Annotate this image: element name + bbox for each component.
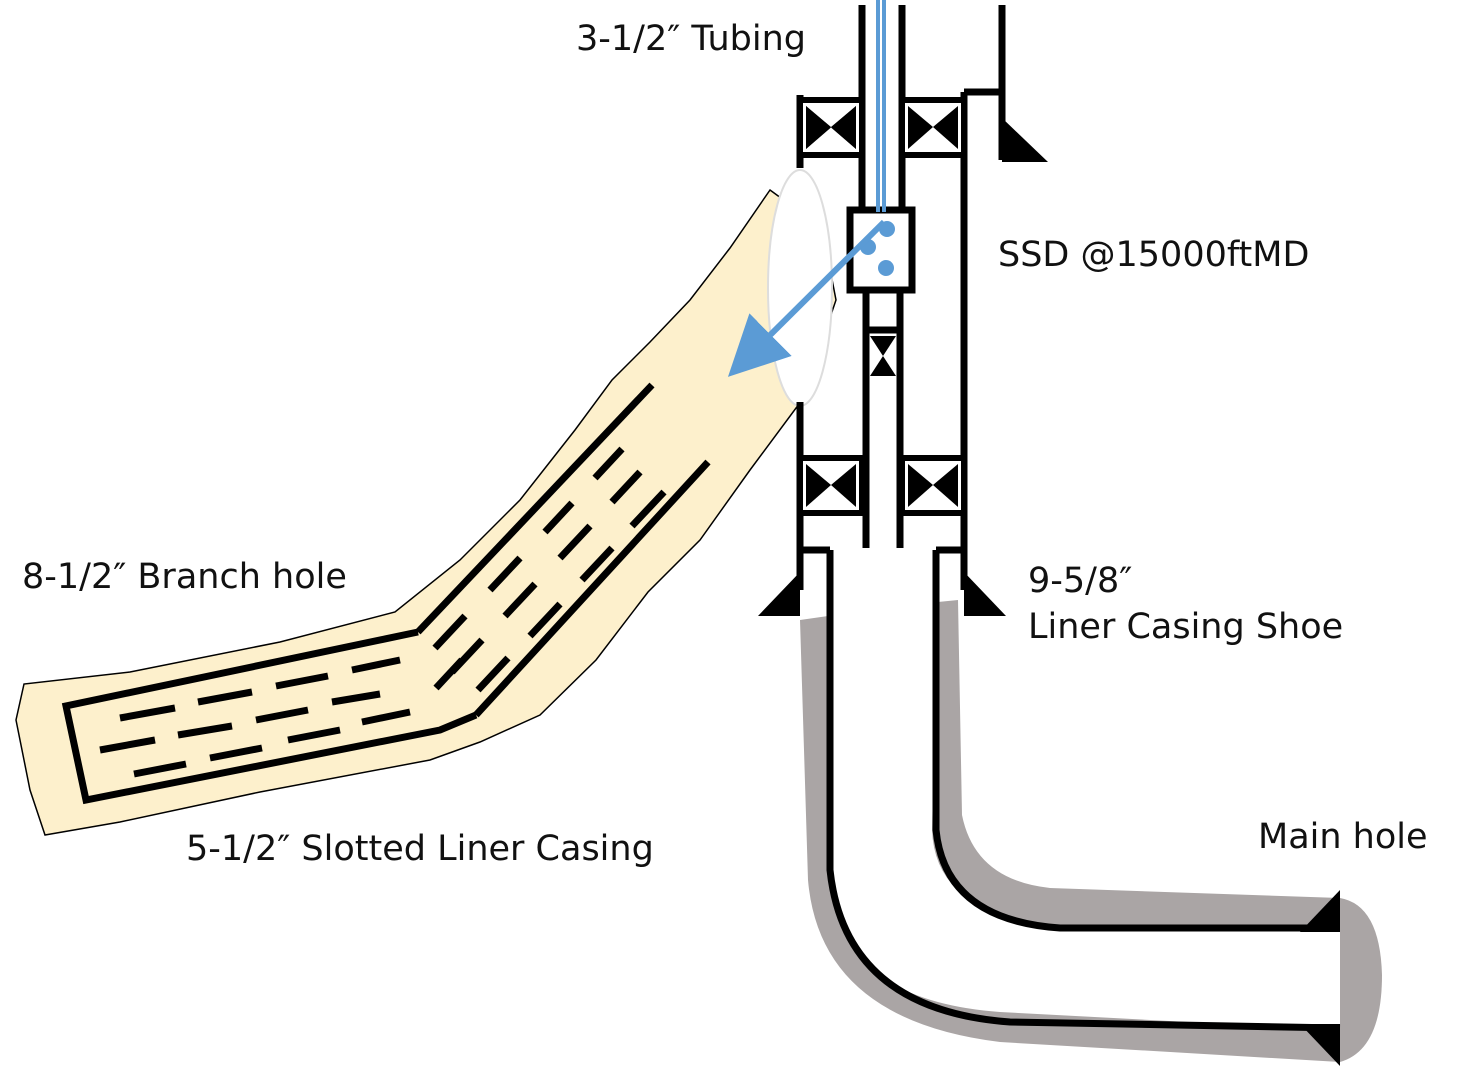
shoe-icons: [758, 118, 1048, 616]
liner-slots: [99, 446, 667, 778]
packer-lower-left: [797, 455, 865, 516]
packer-upper-left: [797, 97, 865, 158]
flow-path: [727, 0, 887, 377]
main-hole-liner: [802, 546, 1341, 1032]
slotted-liner-casing: [61, 382, 711, 805]
flow-arrow-icon: [727, 219, 887, 377]
label-shoe-name: Liner Casing Shoe: [1028, 607, 1343, 647]
packer-icons: [797, 97, 967, 516]
label-branch-hole: 8-1/2″ Branch hole: [22, 557, 347, 597]
packer-tubing-valve: [870, 336, 896, 376]
label-ssd: SSD @15000ftMD: [998, 235, 1309, 275]
branch-window: [767, 169, 833, 407]
packer-lower-right: [899, 455, 967, 516]
label-slotted-liner: 5-1/2″ Slotted Liner Casing: [186, 829, 654, 869]
label-shoe-size: 9-5/8″: [1028, 561, 1132, 601]
label-tubing: 3-1/2″ Tubing: [576, 19, 806, 59]
branch-hole: [15, 188, 837, 836]
label-main-hole: Main hole: [1258, 817, 1428, 857]
packer-upper-right: [899, 97, 967, 158]
main-hole-end-shoe-icons: [1300, 890, 1340, 1066]
